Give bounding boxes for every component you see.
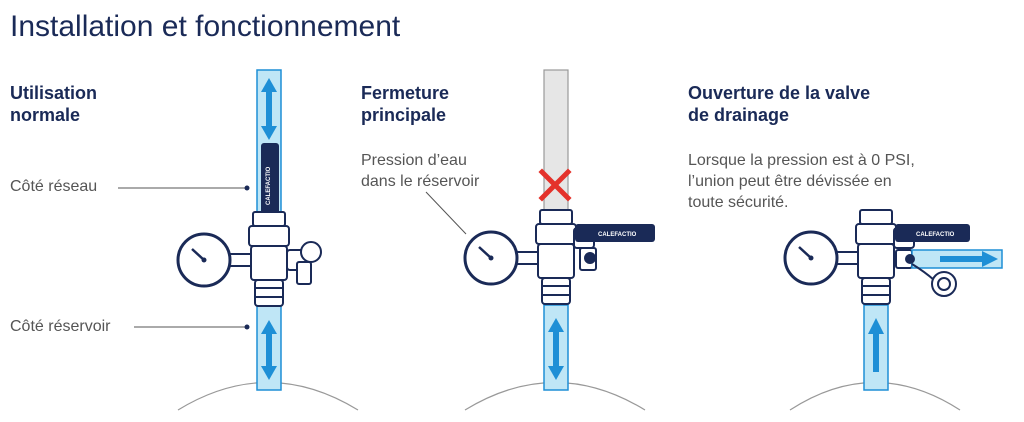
shutoff-x-icon [538, 168, 572, 202]
page-title: Installation et fonctionnement [10, 10, 401, 43]
flow-arrow-bottom-1 [261, 320, 277, 380]
panel2-heading-line1: Fermeture [361, 83, 450, 103]
valve-handle-1: CALEFACTIO [261, 143, 279, 215]
panel3-note-line1: Lorsque la pression est à 0 PSI, [688, 152, 915, 169]
panel1-heading-line2: normale [10, 105, 81, 125]
panel3-heading: Ouverture de la valve de drainage [688, 82, 870, 126]
valve-handle-2: CALEFACTIO [575, 224, 655, 242]
panel3-heading-line1: Ouverture de la valve [688, 83, 871, 103]
drain-knob-3 [905, 254, 915, 264]
pressure-gauge-3 [783, 230, 859, 286]
leader-pression [425, 191, 467, 235]
drain-cap-3 [911, 263, 957, 297]
flow-arrow-right-3 [940, 251, 998, 267]
panel2-note: Pression d’eau dans le réservoir [361, 150, 479, 192]
panel3-note-line2: l’union peut être dévissée en [688, 173, 892, 190]
flow-arrow-top-1 [261, 78, 277, 140]
brand-label-3: CALEFACTIO [916, 232, 955, 238]
panel3-note: Lorsque la pression est à 0 PSI, l’union… [688, 150, 915, 213]
panel2-diagram: CALEFACTIO [425, 69, 655, 411]
flow-arrow-bottom-2 [548, 318, 564, 380]
leader-dot-reseau [244, 185, 250, 191]
brand-label-2: CALEFACTIO [598, 232, 637, 238]
brand-label-1: CALEFACTIO [266, 166, 272, 205]
panel3-heading-line2: de drainage [688, 105, 790, 125]
panel2-note-line2: dans le réservoir [361, 173, 480, 190]
panel1-heading-line1: Utilisation [10, 83, 98, 103]
valve-body-2 [535, 209, 597, 305]
panel3-note-line3: toute sécurité. [688, 194, 789, 211]
leader-dot-reservoir [244, 324, 250, 330]
pressure-gauge-1 [176, 232, 252, 288]
flow-arrow-up-3 [868, 318, 884, 372]
panel3-diagram: CALEFACTIO [783, 209, 1003, 411]
valve-body-1 [248, 211, 322, 307]
label-cote-reservoir: Côté réservoir [10, 318, 111, 335]
panel2-note-line1: Pression d’eau [361, 152, 467, 169]
valve-handle-3: CALEFACTIO [895, 224, 970, 242]
panel1-heading: Utilisation normale [10, 82, 97, 126]
panel2-heading: Fermeture principale [361, 82, 449, 126]
label-cote-reseau: Côté réseau [10, 178, 98, 195]
panel1-diagram: CALEFACTIO [118, 69, 359, 411]
panel2-heading-line2: principale [361, 105, 447, 125]
pressure-gauge-2 [463, 230, 539, 286]
